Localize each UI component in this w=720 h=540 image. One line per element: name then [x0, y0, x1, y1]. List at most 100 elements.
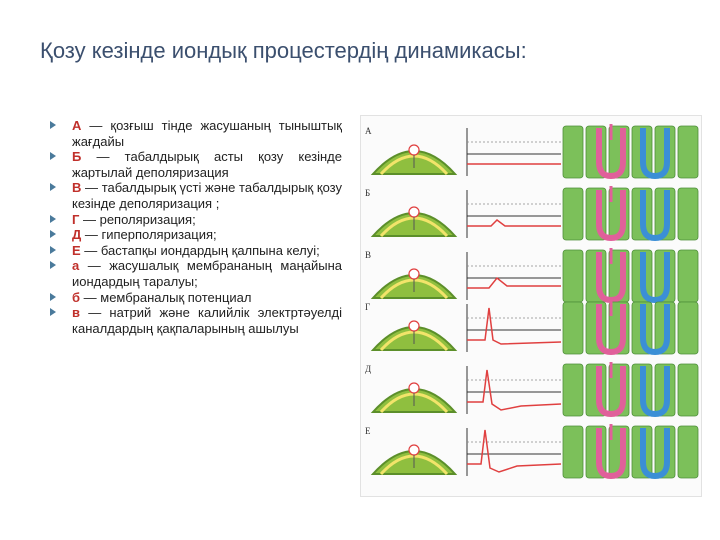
figure-panel: А [361, 120, 701, 180]
bullet-text: — мембраналық потенциал [80, 289, 252, 305]
bullet-letter: а [72, 258, 80, 274]
bullet-letter: Г [72, 211, 80, 227]
lipid-block [677, 125, 699, 179]
potassium-channel [640, 190, 670, 242]
bullet-text: — табалдырық үсті және табалдырық қозу к… [72, 180, 342, 211]
potential-trace [467, 307, 562, 345]
ion-marker-icon [408, 144, 420, 156]
bullet-letter: в [72, 305, 80, 321]
figure-panel: Б [361, 182, 701, 242]
arrow-bullet-icon [50, 245, 56, 254]
potential-graph [466, 190, 561, 238]
panel-letter: Г [365, 302, 371, 312]
bullet-text: — қозғыш тінде жасушаның тыныштық жағдай… [72, 118, 342, 149]
bullet-text: — жасушалық мембрананың маңайына иондард… [72, 258, 342, 289]
potassium-channel [640, 428, 670, 480]
sodium-channel [596, 128, 626, 180]
figure-panel: В [361, 244, 701, 304]
potential-graph [466, 428, 562, 476]
potential-graph [466, 304, 562, 352]
membrane-channels [562, 248, 699, 304]
potential-trace [467, 219, 561, 227]
potential-graph [466, 128, 561, 176]
figure-panel: Е [361, 420, 701, 492]
cell-dome [370, 206, 458, 238]
bullet-letter: Д [72, 227, 82, 243]
lipid-block [677, 363, 699, 417]
cell-dome [370, 144, 458, 176]
bullet-item: А — қозғыш тінде жасушаның тыныштық жағд… [50, 118, 342, 149]
bullet-item: Б — табалдырық асты қозу кезінде жартыла… [50, 149, 342, 180]
lipid-block [562, 187, 584, 241]
cell-dome [370, 444, 458, 476]
sodium-channel [596, 428, 626, 480]
potassium-channel [640, 128, 670, 180]
arrow-bullet-icon [50, 214, 56, 223]
bullet-item: а — жасушалық мембрананың маңайына ионда… [50, 258, 342, 289]
potassium-channel [640, 304, 670, 356]
cell-dome [370, 268, 458, 300]
potassium-channel [640, 252, 670, 304]
bullet-item: Е — бастапқы иондардың қалпына келуі; [50, 243, 342, 259]
bullet-letter: Б [72, 149, 82, 165]
arrow-bullet-icon [50, 230, 56, 239]
potential-graph [466, 366, 562, 414]
figure-panel: Д [361, 358, 701, 418]
bullet-item: б — мембраналық потенциал [50, 290, 342, 306]
bullet-item: в — натрий және калийлік электртәуелді к… [50, 305, 342, 336]
bullet-text: — реполяризация; [79, 211, 196, 227]
arrow-bullet-icon [50, 308, 56, 317]
slide-title: Қозу кезінде иондық процестердің динамик… [40, 38, 527, 63]
membrane-channels [562, 362, 699, 418]
sodium-channel [596, 304, 626, 356]
arrow-bullet-icon [50, 292, 56, 301]
bullet-text: — бастапқы иондардың қалпына келуі; [80, 242, 320, 258]
lipid-block [677, 301, 699, 355]
membrane-channels [562, 186, 699, 242]
bullet-item: Г — реполяризация; [50, 212, 342, 228]
potential-graph [466, 252, 561, 300]
membrane-channels [562, 300, 699, 356]
bullet-text: — гиперполяризация; [81, 227, 217, 243]
panel-letter: Д [365, 364, 372, 374]
potassium-channel [640, 366, 670, 418]
lipid-block [562, 249, 584, 303]
arrow-bullet-icon [50, 121, 56, 129]
sodium-channel [596, 366, 626, 418]
lipid-block [562, 301, 584, 355]
cell-dome [370, 382, 458, 414]
ion-marker-icon [408, 320, 420, 332]
arrow-bullet-icon [50, 261, 56, 270]
lipid-block [677, 425, 699, 479]
ion-marker-icon [408, 268, 420, 280]
lipid-block [562, 425, 584, 479]
ion-dynamics-figure: А Б В Г Д Е [360, 115, 702, 497]
bullet-text: — табалдырық асты қозу кезінде жартылай … [72, 149, 342, 180]
lipid-block [562, 125, 584, 179]
lipid-block [677, 249, 699, 303]
panel-letter: Е [365, 426, 371, 436]
bullet-list: А — қозғыш тінде жасушаның тыныштық жағд… [50, 118, 342, 336]
potential-trace [467, 276, 561, 289]
bullet-letter: В [72, 180, 82, 196]
arrow-bullet-icon [50, 183, 56, 192]
figure-panel: Г [361, 296, 701, 356]
membrane-channels [562, 124, 699, 180]
ion-marker-icon [408, 382, 420, 394]
bullet-text: — натрий және калийлік электртәуелді кан… [72, 305, 342, 336]
membrane-channels [562, 424, 699, 480]
panel-letter: А [365, 126, 372, 136]
sodium-channel [596, 190, 626, 242]
panel-letter: В [365, 250, 372, 260]
bullet-letter: А [72, 118, 82, 133]
panel-letter: Б [365, 188, 371, 198]
ion-marker-icon [408, 206, 420, 218]
bullet-letter: Е [72, 242, 81, 258]
arrow-bullet-icon [50, 152, 56, 161]
potential-trace [467, 369, 562, 411]
bullet-item: В — табалдырық үсті және табалдырық қозу… [50, 180, 342, 211]
bullet-item: Д — гиперполяризация; [50, 227, 342, 243]
ion-marker-icon [408, 444, 420, 456]
cell-dome [370, 320, 458, 352]
potential-trace [467, 429, 562, 473]
